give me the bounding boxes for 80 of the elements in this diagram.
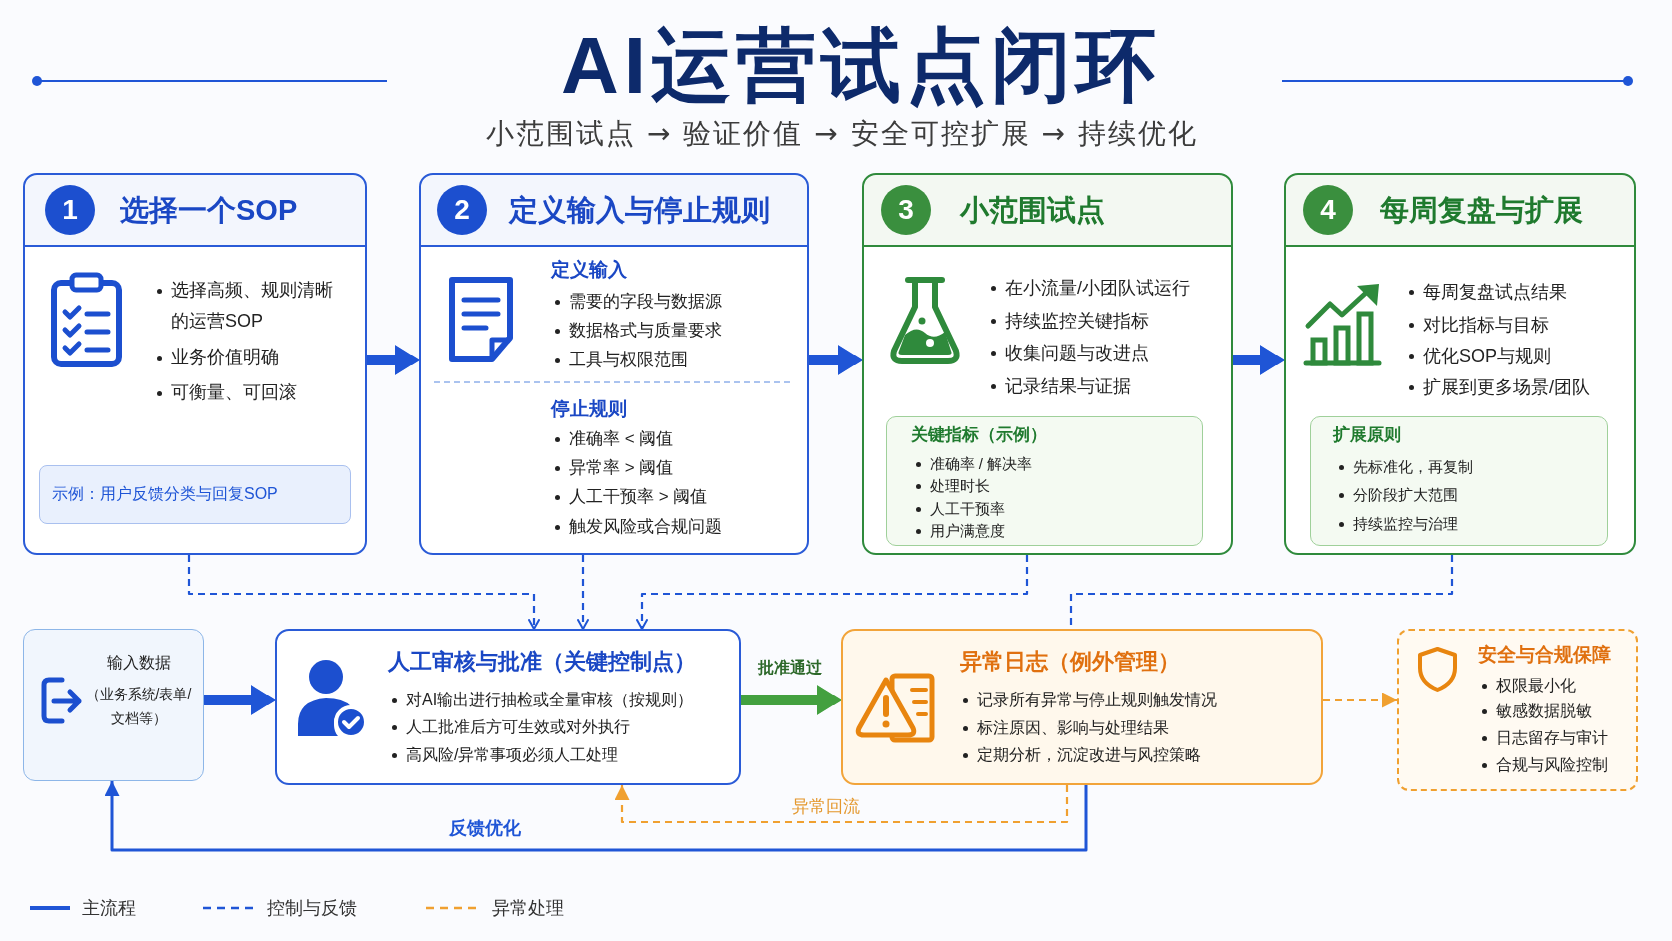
legend-text: 异常处理 <box>492 897 564 920</box>
step-card <box>1284 173 1636 555</box>
bullet-item: 定期分析，沉淀改进与风控策略 <box>977 745 1201 765</box>
arrow <box>809 345 862 375</box>
bullet-item: 准确率 < 阈值 <box>569 428 674 450</box>
edge-label: 反馈优化 <box>445 816 525 840</box>
step-card <box>23 173 367 555</box>
info-panel <box>1310 416 1608 546</box>
dashed-arrow <box>614 785 1069 824</box>
bullet-item: 标注原因、影响与处理结果 <box>977 718 1169 738</box>
bullet-item: 扩展到更多场景/团队 <box>1423 376 1590 399</box>
bullet-item: 优化SOP与规则 <box>1423 345 1551 368</box>
number-badge: 4 <box>1303 185 1353 235</box>
bullet-item: 合规与风险控制 <box>1496 755 1608 775</box>
bullet-item: 人工批准后方可生效或对外执行 <box>406 717 630 737</box>
bullet-item: 敏感数据脱敏 <box>1496 701 1592 721</box>
bullet-item: 异常率 > 阈值 <box>569 457 674 479</box>
step-card <box>862 173 1233 555</box>
title: AI运营试点闭环 <box>561 20 1161 112</box>
example-box: 示例：用户反馈分类与回复SOP <box>39 465 351 524</box>
box-title: 安全与合规保障 <box>1478 643 1611 667</box>
bullet-item: 用户满意度 <box>929 520 1005 541</box>
subtitle: 小范围试点 → 验证价值 → 安全可控扩展 → 持续优化 <box>486 116 1198 153</box>
bullet-item: 日志留存与审计 <box>1496 728 1608 748</box>
number-badge: 1 <box>45 185 95 235</box>
bullet-item: 先标准化，再复制 <box>1352 456 1473 477</box>
box-title: 异常日志（例外管理） <box>960 648 1180 676</box>
process-box <box>841 629 1323 785</box>
dashed-arrow <box>1323 692 1397 708</box>
bullet-item: 工具与权限范围 <box>569 349 688 371</box>
dashed-arrow <box>577 555 589 630</box>
card-title: 小范围试点 <box>960 193 1105 228</box>
bullet-item: 每周复盘试点结果 <box>1423 281 1567 304</box>
section-heading: 定义输入 <box>551 258 627 282</box>
bullet-item: 选择高频、规则清晰的运营SOP <box>171 279 334 333</box>
card-title: 每周复盘与扩展 <box>1380 193 1583 228</box>
bullet-item: 准确率 / 解决率 <box>929 453 1032 474</box>
step-card <box>419 173 809 555</box>
bullet-item: 收集问题与改进点 <box>1005 342 1149 365</box>
section-heading: 扩展原则 <box>1332 423 1401 446</box>
section-heading: 关键指标（示例） <box>910 423 1047 446</box>
bullet-item: 在小流量/小团队试运行 <box>1005 277 1190 300</box>
number-badge: 2 <box>437 185 487 235</box>
bullet-item: 高风险/异常事项必须人工处理 <box>406 745 619 765</box>
arrow <box>741 685 841 715</box>
arrow <box>204 685 275 715</box>
box-note: （业务系统/表单/文档等） <box>84 684 193 728</box>
bullet-item: 持续监控关键指标 <box>1005 310 1149 333</box>
bullet-item: 记录结果与证据 <box>1005 375 1131 398</box>
bullet-item: 数据格式与质量要求 <box>569 320 722 342</box>
arrow <box>367 345 419 375</box>
bullet-item: 对比指标与目标 <box>1423 314 1549 337</box>
bullet-item: 处理时长 <box>929 475 990 496</box>
bullet-item: 需要的字段与数据源 <box>569 291 722 313</box>
box-title: 人工审核与批准（关键控制点） <box>388 648 696 676</box>
bullet-item: 持续监控与治理 <box>1352 513 1458 534</box>
bullet-item: 人工干预率 > 阈值 <box>569 486 708 508</box>
dashed-arrow <box>636 555 1029 630</box>
info-panel <box>886 416 1203 546</box>
bullet-item: 业务价值明确 <box>171 346 279 369</box>
legend-text: 主流程 <box>82 897 136 920</box>
section-heading: 停止规则 <box>551 397 627 421</box>
dashed-arrow <box>187 555 540 630</box>
bullet-item: 人工干预率 <box>929 498 1005 519</box>
bullet-item: 分阶段扩大范围 <box>1352 484 1458 505</box>
bullet-item: 对AI输出进行抽检或全量审核（按规则） <box>406 690 694 710</box>
box-heading: 输入数据 <box>106 652 171 673</box>
number-badge: 3 <box>881 185 931 235</box>
bullet-item: 触发风险或合规问题 <box>569 516 722 538</box>
bullet-item: 记录所有异常与停止规则触发情况 <box>977 690 1217 710</box>
bullet-item: 权限最小化 <box>1496 676 1576 696</box>
card-title: 选择一个SOP <box>120 193 298 228</box>
card-title: 定义输入与停止规则 <box>509 193 770 228</box>
arrow <box>1233 345 1284 375</box>
arrow <box>104 781 1088 852</box>
dashed-box <box>1397 629 1638 791</box>
process-box <box>23 629 204 781</box>
bullet-item: 可衡量、可回滚 <box>171 381 297 404</box>
process-box <box>275 629 741 785</box>
legend-text: 控制与反馈 <box>267 897 357 920</box>
